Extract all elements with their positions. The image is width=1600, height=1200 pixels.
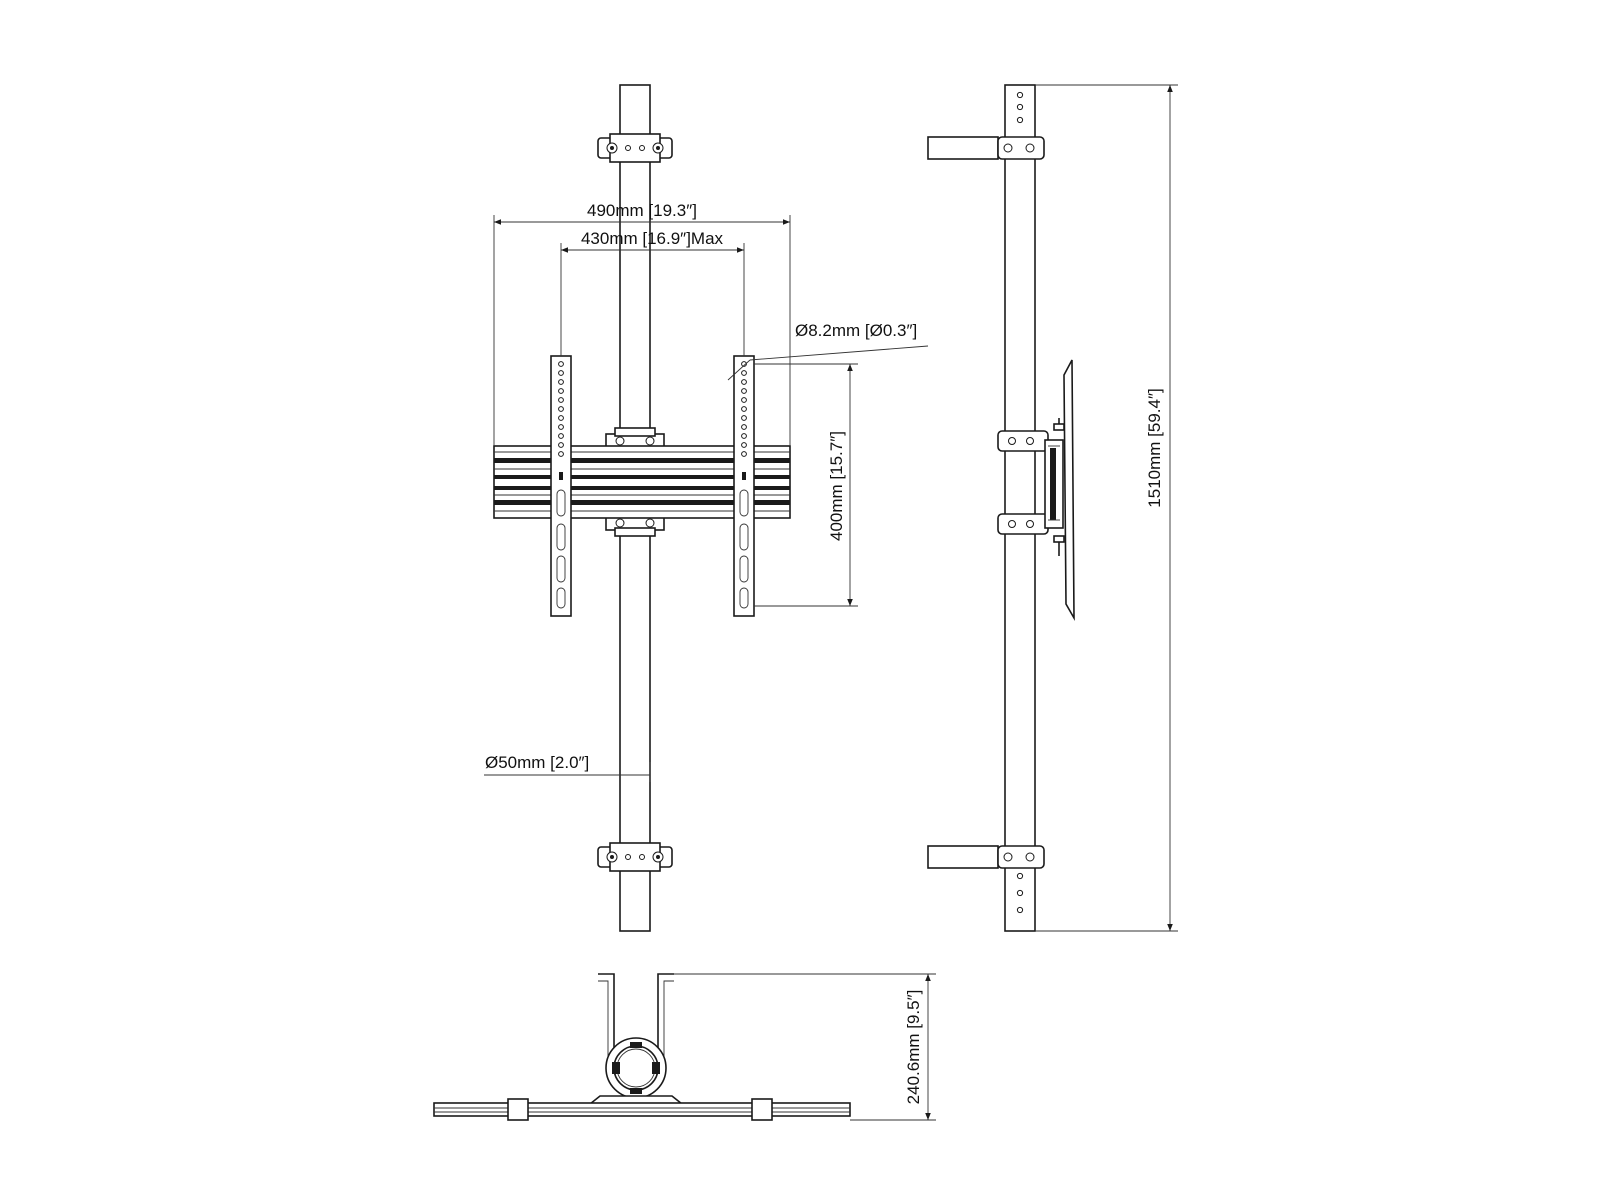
dim-depth-label: 240.6mm [9.5″] <box>904 990 923 1105</box>
dim-vesa-width-label: 430mm [16.9″]Max <box>581 229 724 248</box>
side-tilt-assembly <box>997 359 1075 622</box>
dim-vesa-height: 400mm [15.7″] <box>754 363 858 607</box>
dim-total-height: 1510mm [59.4″] <box>1035 84 1178 932</box>
dim-vesa-height-label: 400mm [15.7″] <box>827 431 846 541</box>
top-crossbar <box>433 1098 851 1121</box>
front-view: 490mm [19.3″] 430mm [16.9″]Max Ø8.2mm [Ø… <box>484 84 929 932</box>
front-clamps <box>605 427 665 537</box>
front-bottom-bracket <box>597 842 673 872</box>
dim-depth: 240.6mm [9.5″] <box>674 973 936 1121</box>
dim-pole-diameter-label: Ø50mm [2.0″] <box>485 753 589 772</box>
side-bottom-standoff <box>927 845 1045 869</box>
side-view: 1510mm [59.4″] <box>927 84 1178 932</box>
dim-overall-width-label: 490mm [19.3″] <box>587 201 697 220</box>
side-top-standoff <box>927 136 1045 160</box>
top-view: 240.6mm [9.5″] <box>433 973 936 1121</box>
dim-total-height-label: 1510mm [59.4″] <box>1145 388 1164 507</box>
dim-overall-width: 490mm [19.3″] <box>493 201 791 446</box>
dim-hole-diameter-label: Ø8.2mm [Ø0.3″] <box>795 321 917 340</box>
front-left-arm <box>550 355 572 617</box>
dim-vesa-width: 430mm [16.9″]Max <box>560 229 745 356</box>
dim-hole-diameter: Ø8.2mm [Ø0.3″] <box>727 321 929 381</box>
top-pole-ring <box>605 1037 667 1099</box>
side-pole <box>1004 84 1036 932</box>
dim-pole-diameter: Ø50mm [2.0″] <box>484 753 651 782</box>
front-top-bracket <box>597 133 673 163</box>
front-right-arm <box>733 355 755 617</box>
